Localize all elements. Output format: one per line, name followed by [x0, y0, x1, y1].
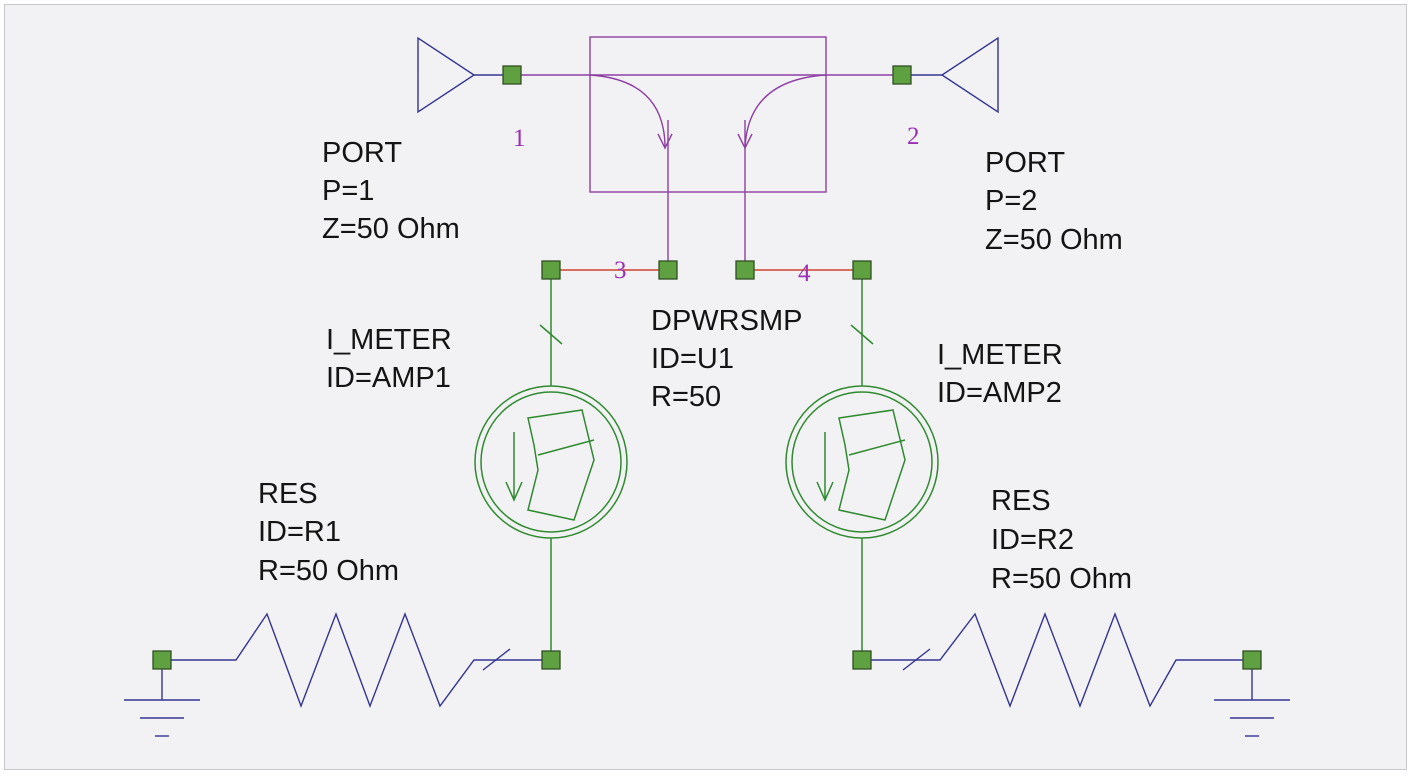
port1-type: PORT [322, 137, 402, 169]
node-ground1[interactable] [152, 650, 172, 670]
node-port1[interactable] [502, 65, 522, 85]
res2-id: ID=R2 [991, 524, 1074, 556]
node-pin3[interactable] [658, 260, 678, 280]
port1-number: P=1 [322, 175, 374, 207]
meter1-id: ID=AMP1 [326, 362, 451, 394]
pin-label-1: 1 [513, 125, 526, 152]
res2-label: RES ID=R2 R=50 Ohm [991, 485, 1132, 595]
node-ground2[interactable] [1242, 650, 1262, 670]
meter2-label: I_METER ID=AMP2 [937, 339, 1063, 409]
pin-label-3: 3 [614, 257, 627, 284]
port1-impedance: Z=50 Ohm [322, 213, 460, 245]
resistor1-symbol[interactable] [162, 612, 551, 708]
splitter-type: DPWRSMP [651, 305, 802, 337]
splitter-label: DPWRSMP ID=U1 R=50 [651, 305, 802, 413]
res1-id: ID=R1 [258, 516, 341, 548]
port2-label: PORT P=2 Z=50 Ohm [985, 147, 1123, 256]
port1-label: PORT P=1 Z=50 Ohm [322, 137, 460, 245]
res1-label: RES ID=R1 R=50 Ohm [258, 478, 399, 587]
power-splitter-symbol[interactable] [512, 36, 902, 270]
meter1-label: I_METER ID=AMP1 [326, 324, 452, 394]
ground2-symbol [1214, 660, 1290, 737]
splitter-resistance: R=50 [651, 381, 721, 413]
splitter-id: ID=U1 [651, 343, 734, 375]
node-meter2-bottom[interactable] [852, 650, 872, 670]
current-meter1-symbol[interactable] [474, 270, 628, 660]
port1-symbol[interactable] [417, 36, 512, 114]
res1-resistance: R=50 Ohm [258, 555, 399, 587]
res2-resistance: R=50 Ohm [991, 563, 1132, 595]
node-pin4[interactable] [735, 260, 755, 280]
port2-symbol[interactable] [902, 36, 999, 114]
node-meter1-bottom[interactable] [541, 650, 561, 670]
current-meter2-symbol[interactable] [785, 270, 939, 660]
meter2-id: ID=AMP2 [937, 377, 1062, 409]
pin-label-2: 2 [907, 123, 920, 150]
schematic-canvas[interactable] [4, 4, 1407, 770]
node-meter1-top[interactable] [541, 260, 561, 280]
pin-label-4: 4 [798, 260, 811, 287]
port2-number: P=2 [985, 185, 1037, 217]
meter2-type: I_METER [937, 339, 1063, 371]
ground1-symbol [124, 660, 200, 737]
port2-type: PORT [985, 147, 1065, 179]
resistor2-symbol[interactable] [862, 612, 1252, 708]
node-port2[interactable] [892, 65, 912, 85]
node-meter2-top[interactable] [852, 260, 872, 280]
meter1-type: I_METER [326, 324, 452, 356]
res2-type: RES [991, 485, 1051, 517]
port2-impedance: Z=50 Ohm [985, 224, 1123, 256]
res1-type: RES [258, 478, 318, 510]
